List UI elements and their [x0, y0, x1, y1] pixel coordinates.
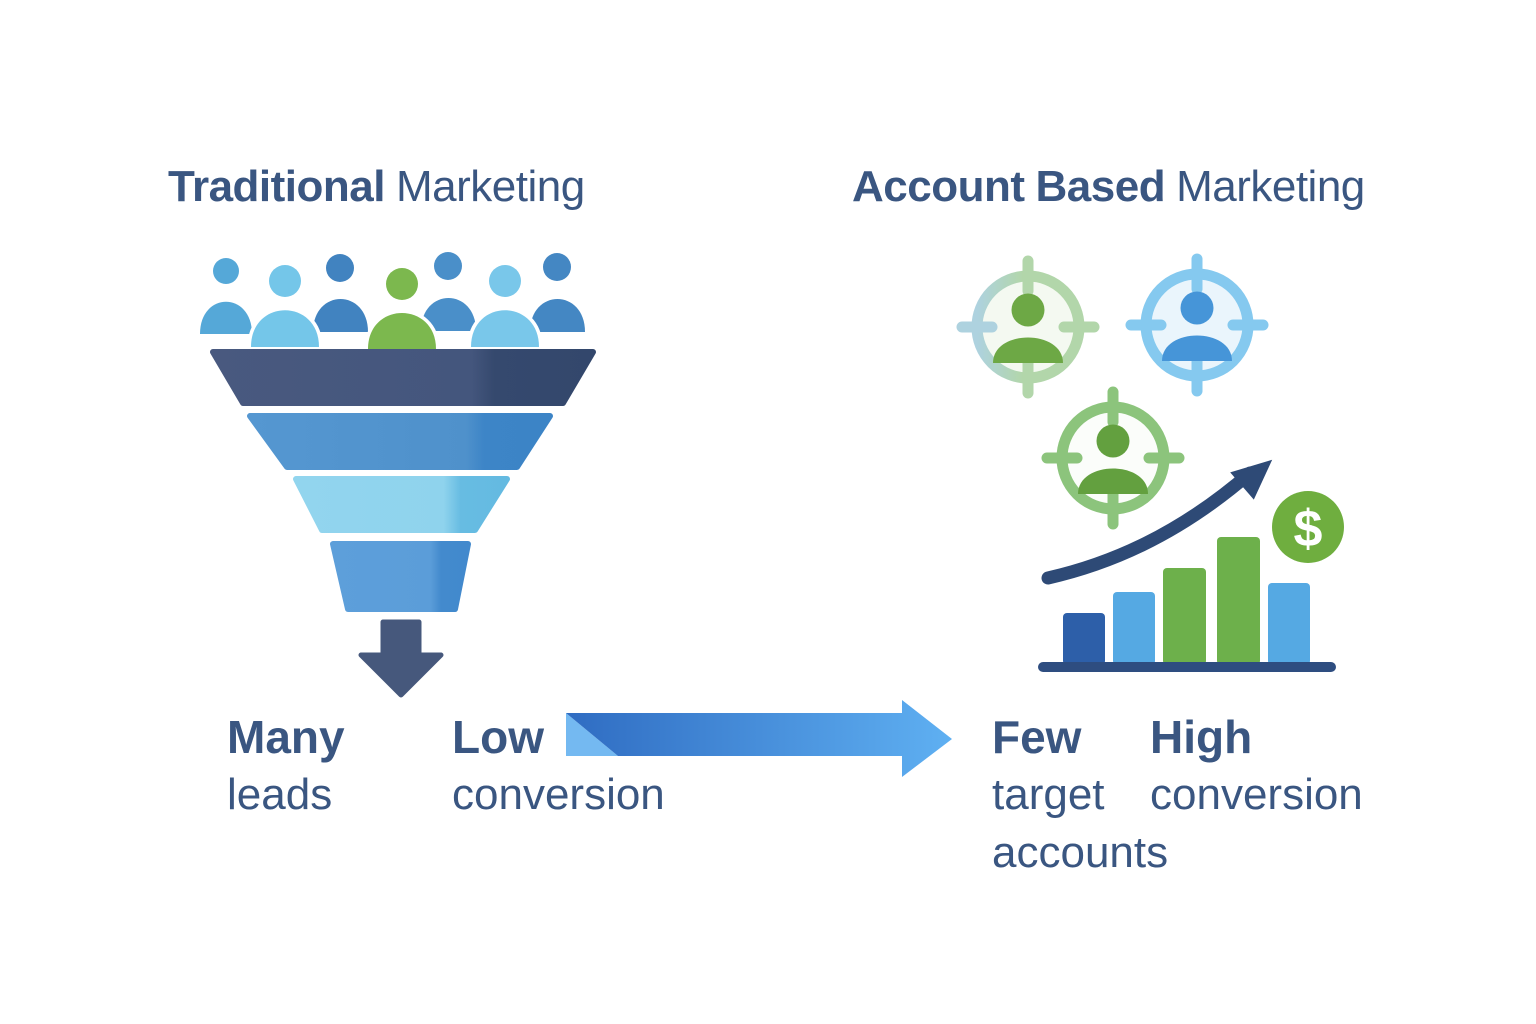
person-icon-highlighted — [364, 264, 440, 353]
low-conversion-label-bold: Low — [452, 711, 544, 763]
dollar-sign: $ — [1294, 500, 1323, 558]
funnel-segment-4 — [330, 541, 471, 612]
low-conversion-label-rest: conversion — [452, 770, 665, 819]
many-leads-label-rest: leads — [227, 770, 333, 819]
trend-curve — [1041, 466, 1257, 585]
arrow-body — [566, 700, 952, 777]
high-conversion-label: High conversion — [1150, 708, 1363, 824]
right-title-regular: Marketing — [1176, 162, 1365, 211]
many-leads-label: Many leads — [227, 708, 345, 824]
person-icon — [1162, 291, 1232, 361]
right-arrow-icon — [566, 700, 952, 777]
many-leads-label-bold: Many — [227, 711, 345, 763]
high-conversion-label-rest: conversion — [1150, 770, 1363, 819]
person-icon — [1078, 424, 1148, 494]
growth-chart-icon: $ — [1038, 459, 1344, 672]
right-title-semibold: Based — [1035, 162, 1166, 211]
dollar-coin-icon — [1272, 491, 1344, 563]
trend-arrowhead-icon — [1230, 459, 1273, 500]
target-account-icon-blue — [1125, 253, 1269, 397]
person-icon — [313, 254, 368, 332]
bar — [1217, 537, 1260, 665]
person-icon — [530, 253, 585, 332]
funnel-segment-1 — [210, 349, 596, 406]
person-icon — [247, 261, 323, 351]
target-account-icon-green — [956, 255, 1100, 399]
bar — [1063, 613, 1105, 665]
left-title-bold: Traditional — [168, 162, 385, 211]
funnel-segment-3 — [293, 476, 510, 533]
few-accounts-label-rest: target accounts — [992, 770, 1169, 877]
audience-people-group — [200, 252, 585, 353]
person-icon — [467, 261, 543, 351]
right-title-bold: Account — [852, 162, 1025, 211]
funnel-segment-2 — [247, 413, 553, 470]
bar — [1268, 583, 1310, 665]
person-icon — [993, 293, 1063, 363]
funnel-icon — [210, 349, 596, 698]
few-accounts-label-bold: Few — [992, 711, 1082, 763]
low-conversion-label: Low conversion — [452, 708, 665, 824]
left-title-regular: Marketing — [395, 162, 585, 211]
target-account-icon-green-2 — [1041, 386, 1185, 530]
person-icon — [200, 258, 252, 334]
few-accounts-label: Few target accounts — [992, 708, 1187, 882]
funnel-down-arrow-icon — [358, 619, 444, 698]
high-conversion-label-bold: High — [1150, 711, 1253, 763]
bar — [1113, 592, 1155, 665]
chart-baseline — [1038, 662, 1336, 672]
bar — [1163, 568, 1206, 665]
person-icon — [421, 252, 476, 331]
